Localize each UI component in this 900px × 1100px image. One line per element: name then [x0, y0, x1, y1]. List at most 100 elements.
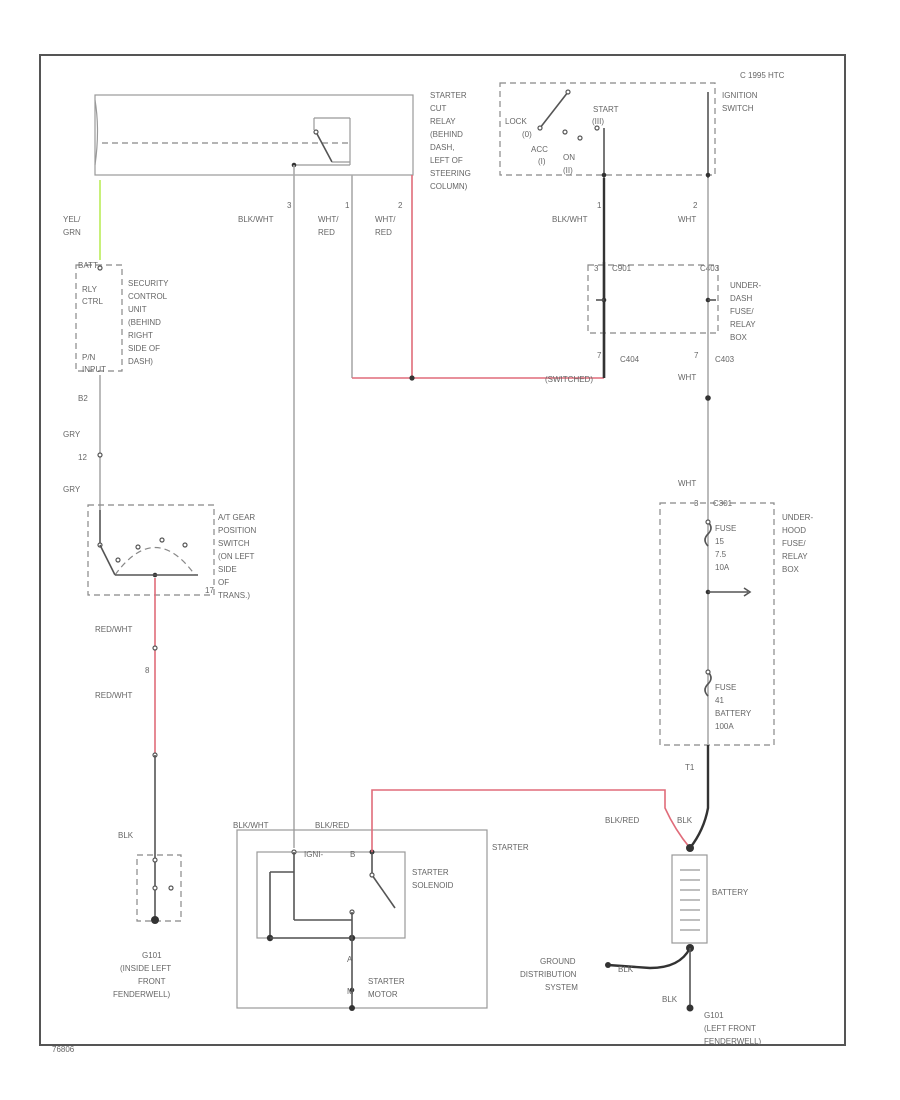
- svg-text:RELAY: RELAY: [430, 117, 456, 126]
- wire-label-blk-ground: BLK: [618, 965, 634, 974]
- svg-text:41: 41: [715, 696, 724, 705]
- svg-text:RIGHT: RIGHT: [128, 331, 153, 340]
- svg-text:BOX: BOX: [782, 565, 800, 574]
- diagram-frame: [39, 54, 846, 1046]
- pin-ign-1: 1: [597, 201, 602, 210]
- svg-text:ON: ON: [563, 153, 575, 162]
- svg-text:RELAY: RELAY: [782, 552, 808, 561]
- wire-label-wht-red-2b: RED: [375, 228, 392, 237]
- svg-text:LOCK: LOCK: [505, 117, 527, 126]
- svg-text:FENDERWELL): FENDERWELL): [113, 990, 171, 999]
- wire-label-blk-red-batt: BLK/RED: [605, 816, 639, 825]
- pin-a8: 8: [145, 666, 150, 675]
- svg-text:(II): (II): [563, 166, 573, 175]
- wire-label-blk-batt: BLK: [677, 816, 693, 825]
- svg-text:SECURITY: SECURITY: [128, 279, 169, 288]
- svg-text:UNIT: UNIT: [128, 305, 147, 314]
- wire-label-switched: (SWITCHED): [545, 375, 593, 384]
- svg-text:MOTOR: MOTOR: [368, 990, 398, 999]
- g101-ground: G101 (INSIDE LEFT FRONT FENDERWELL): [113, 854, 182, 999]
- svg-text:STARTER: STARTER: [412, 868, 449, 877]
- svg-text:DISTRIBUTION: DISTRIBUTION: [520, 970, 577, 979]
- wire-label-wht-lower: WHT: [678, 373, 696, 382]
- copyright: C 1995 HTC: [740, 71, 785, 80]
- svg-text:3: 3: [594, 264, 599, 273]
- svg-text:B: B: [350, 850, 355, 859]
- wire-label-red-wht-2: RED/WHT: [95, 691, 132, 700]
- wire-label-red-wht-1: RED/WHT: [95, 625, 132, 634]
- svg-text:UNDER-: UNDER-: [730, 281, 761, 290]
- svg-text:STARTER: STARTER: [368, 977, 405, 986]
- pin-ign-2: 2: [693, 201, 698, 210]
- under-hood-fuse-relay-box: 3 C301 FUSE 15 7.5 10A FUSE 41 BATTERY 1…: [659, 499, 813, 746]
- svg-text:CTRL: CTRL: [82, 297, 103, 306]
- svg-text:(III): (III): [592, 117, 604, 126]
- svg-text:GROUND: GROUND: [540, 957, 576, 966]
- g101b-ground: G101 (LEFT FRONT FENDERWELL): [704, 1011, 762, 1046]
- svg-text:3: 3: [694, 499, 699, 508]
- svg-text:G101: G101: [704, 1011, 724, 1020]
- wire-label-wht-ign: WHT: [678, 215, 696, 224]
- at-gear-position-switch: A/T GEAR POSITION SWITCH (ON LEFT SIDE O…: [87, 504, 256, 600]
- svg-text:FRONT: FRONT: [138, 977, 166, 986]
- svg-text:FUSE/: FUSE/: [730, 307, 754, 316]
- svg-text:C901: C901: [612, 264, 632, 273]
- svg-text:C403: C403: [715, 355, 735, 364]
- svg-text:7: 7: [597, 351, 602, 360]
- svg-text:17: 17: [205, 586, 214, 595]
- svg-text:TRANS.): TRANS.): [218, 591, 250, 600]
- svg-text:BATT: BATT: [78, 261, 98, 270]
- pin-relay-2: 2: [398, 201, 403, 210]
- wire-label-wht-red-1b: RED: [318, 228, 335, 237]
- battery: BATTERY: [671, 844, 749, 952]
- starter: STARTER BLK/WHT BLK/RED IGNI- B A M STAR…: [233, 821, 529, 1011]
- svg-text:100A: 100A: [715, 722, 734, 731]
- under-dash-fuse-relay-box: C901 3 C403 UNDER- DASH FUSE/ RELAY BOX …: [587, 262, 761, 364]
- pin-c12: 12: [78, 453, 87, 462]
- svg-text:INPUT: INPUT: [82, 365, 106, 374]
- wire-label-gry-2: GRY: [63, 485, 81, 494]
- svg-text:STARTER: STARTER: [430, 91, 467, 100]
- svg-text:ACC: ACC: [531, 145, 548, 154]
- svg-text:SIDE: SIDE: [218, 565, 237, 574]
- svg-text:STARTER: STARTER: [492, 843, 529, 852]
- svg-text:(INSIDE LEFT: (INSIDE LEFT: [120, 964, 171, 973]
- svg-text:C403: C403: [700, 264, 720, 273]
- svg-text:CUT: CUT: [430, 104, 447, 113]
- svg-text:(LEFT FRONT: (LEFT FRONT: [704, 1024, 756, 1033]
- starter-cut-relay: STARTER CUT RELAY (BEHIND DASH, LEFT OF …: [94, 91, 471, 191]
- ignition-switch-label: IGNITION SWITCH: [722, 91, 758, 113]
- wire-label-blk-g101: BLK: [118, 831, 134, 840]
- svg-text:DASH: DASH: [730, 294, 752, 303]
- svg-text:15: 15: [715, 537, 724, 546]
- wire-blk-battery: [689, 745, 710, 849]
- svg-text:P/N: P/N: [82, 353, 96, 362]
- pin-relay-3: 3: [287, 201, 292, 210]
- svg-text:FUSE: FUSE: [715, 524, 736, 533]
- svg-text:10A: 10A: [715, 563, 730, 572]
- wire-label-blk-wht-ign: BLK/WHT: [552, 215, 588, 224]
- wire-blk-ground-dist: [607, 947, 692, 970]
- pin-t1: T1: [685, 763, 695, 772]
- svg-text:POSITION: POSITION: [218, 526, 256, 535]
- svg-text:SOLENOID: SOLENOID: [412, 881, 454, 890]
- svg-text:C404: C404: [620, 355, 640, 364]
- figure-id: 76806: [52, 1045, 75, 1054]
- svg-text:C301: C301: [713, 499, 733, 508]
- wire-label-wht-hood: WHT: [678, 479, 696, 488]
- svg-text:IGNI-: IGNI-: [304, 850, 323, 859]
- svg-text:7.5: 7.5: [715, 550, 727, 559]
- svg-text:FENDERWELL): FENDERWELL): [704, 1037, 762, 1046]
- wire-label-blk-red-starter: BLK/RED: [315, 821, 349, 830]
- pin-b2: B2: [78, 394, 88, 403]
- svg-text:(0): (0): [522, 130, 532, 139]
- svg-text:M: M: [347, 987, 354, 996]
- svg-text:SWITCH: SWITCH: [722, 104, 754, 113]
- svg-text:BATTERY: BATTERY: [715, 709, 752, 718]
- svg-text:OF: OF: [218, 578, 229, 587]
- security-control-unit: BATT RLY CTRL P/N INPUT SECURITY CONTROL…: [75, 261, 169, 374]
- svg-text:(BEHIND: (BEHIND: [430, 130, 463, 139]
- svg-text:START: START: [593, 105, 619, 114]
- ground-distribution-label: GROUND DISTRIBUTION SYSTEM: [520, 957, 578, 992]
